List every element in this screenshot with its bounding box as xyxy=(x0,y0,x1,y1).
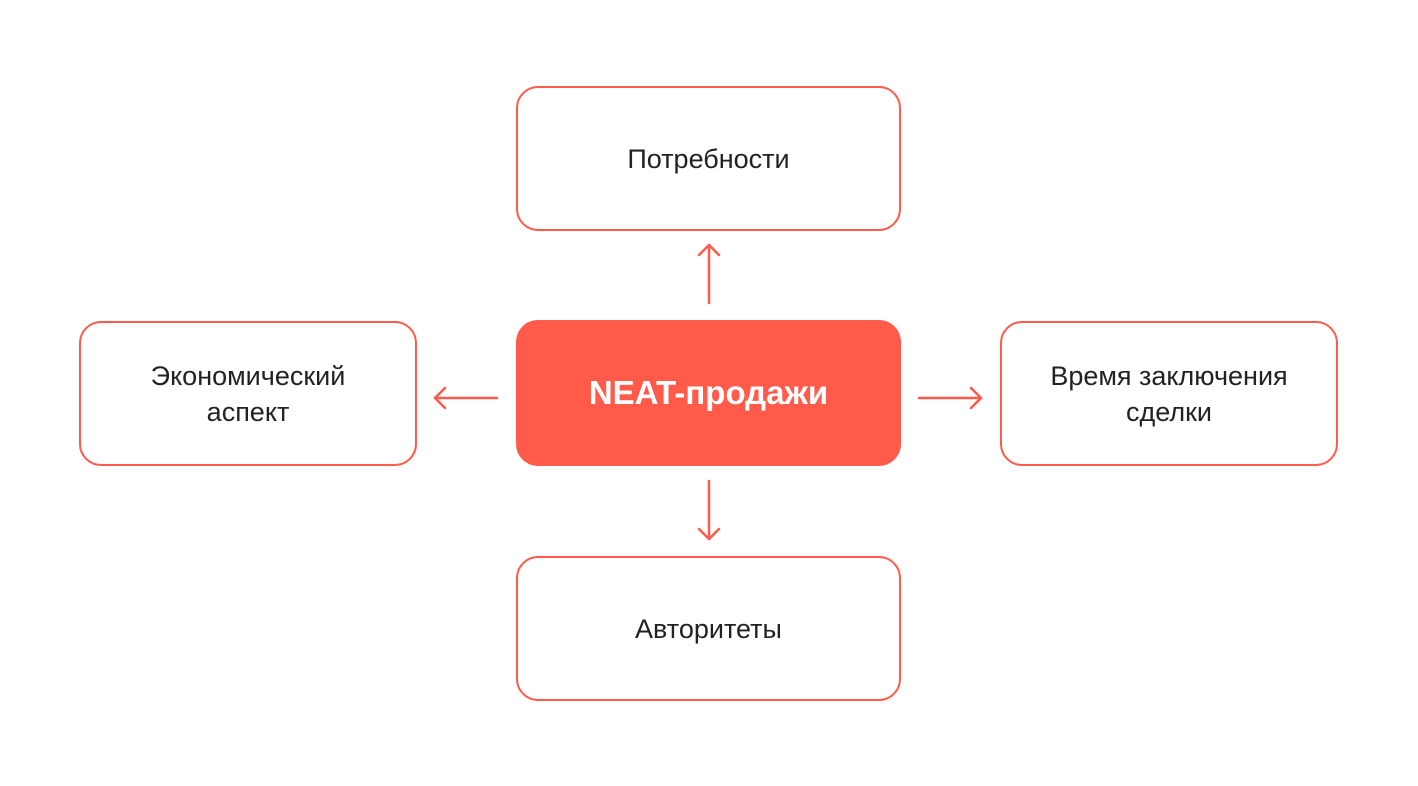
node-needs-label: Потребности xyxy=(627,143,790,174)
arrow-up xyxy=(697,243,721,305)
node-needs: Потребности xyxy=(516,86,901,231)
arrow-right xyxy=(917,386,983,410)
node-economic: Экономический аспект xyxy=(79,321,417,466)
center-node-label: NEAT-продажи xyxy=(588,374,829,411)
node-economic-label: Экономический аспект xyxy=(150,360,346,427)
node-timing: Время заключения сделки xyxy=(1000,321,1338,466)
arrow-down xyxy=(697,479,721,541)
arrow-left xyxy=(433,386,499,410)
node-authority-label: Авторитеты xyxy=(635,613,782,644)
node-authority: Авторитеты xyxy=(516,556,901,701)
center-node: NEAT-продажи xyxy=(516,320,901,466)
node-timing-label: Время заключения сделки xyxy=(1050,360,1288,427)
